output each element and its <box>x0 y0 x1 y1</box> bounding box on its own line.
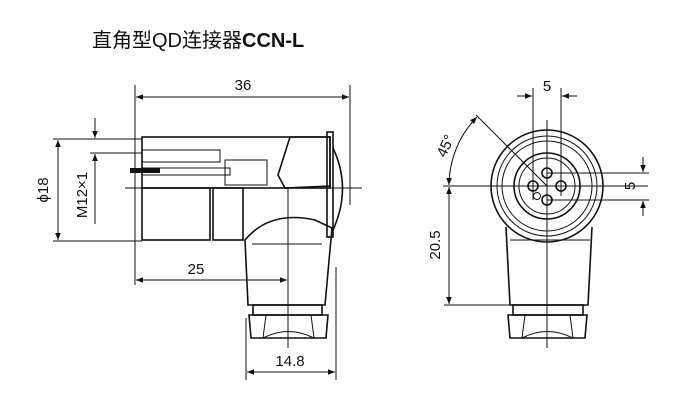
dim-14-8: 14.8 <box>275 353 304 370</box>
title-text: 直角型QD连接器 <box>92 30 242 52</box>
angle-arc <box>446 116 478 186</box>
side-view: 36 25 14.8 ϕ18 M12×1 <box>35 77 362 380</box>
housing-head <box>277 136 331 189</box>
front-view: 5 5 20.5 45° <box>427 78 649 348</box>
title-model: CCN-L <box>242 30 305 52</box>
dim-5-h: 5 <box>543 78 551 95</box>
angle-leg <box>475 114 548 187</box>
dim-m12: M12×1 <box>74 172 91 218</box>
rear-dome <box>332 147 344 231</box>
pin <box>533 192 541 200</box>
knurled-ring <box>212 187 244 241</box>
contact-holder <box>224 159 268 186</box>
dim-25: 25 <box>188 261 205 278</box>
dim-5-v: 5 <box>622 182 639 190</box>
dim-36: 36 <box>235 77 252 94</box>
front-cable-collar <box>512 304 584 316</box>
dim-20-5: 20.5 <box>427 230 444 259</box>
cable-nut <box>248 314 329 339</box>
contact-pin <box>130 168 160 173</box>
front-body <box>505 226 593 306</box>
page-title: 直角型QD连接器CCN-L <box>92 24 304 53</box>
dim-45deg: 45° <box>433 132 458 160</box>
coupling-nut <box>141 187 211 241</box>
front-cable-nut <box>507 314 588 339</box>
inner-bore <box>141 149 221 163</box>
elbow-body <box>244 216 333 306</box>
dim-phi18: ϕ18 <box>35 177 52 202</box>
rear-cap <box>326 131 334 238</box>
